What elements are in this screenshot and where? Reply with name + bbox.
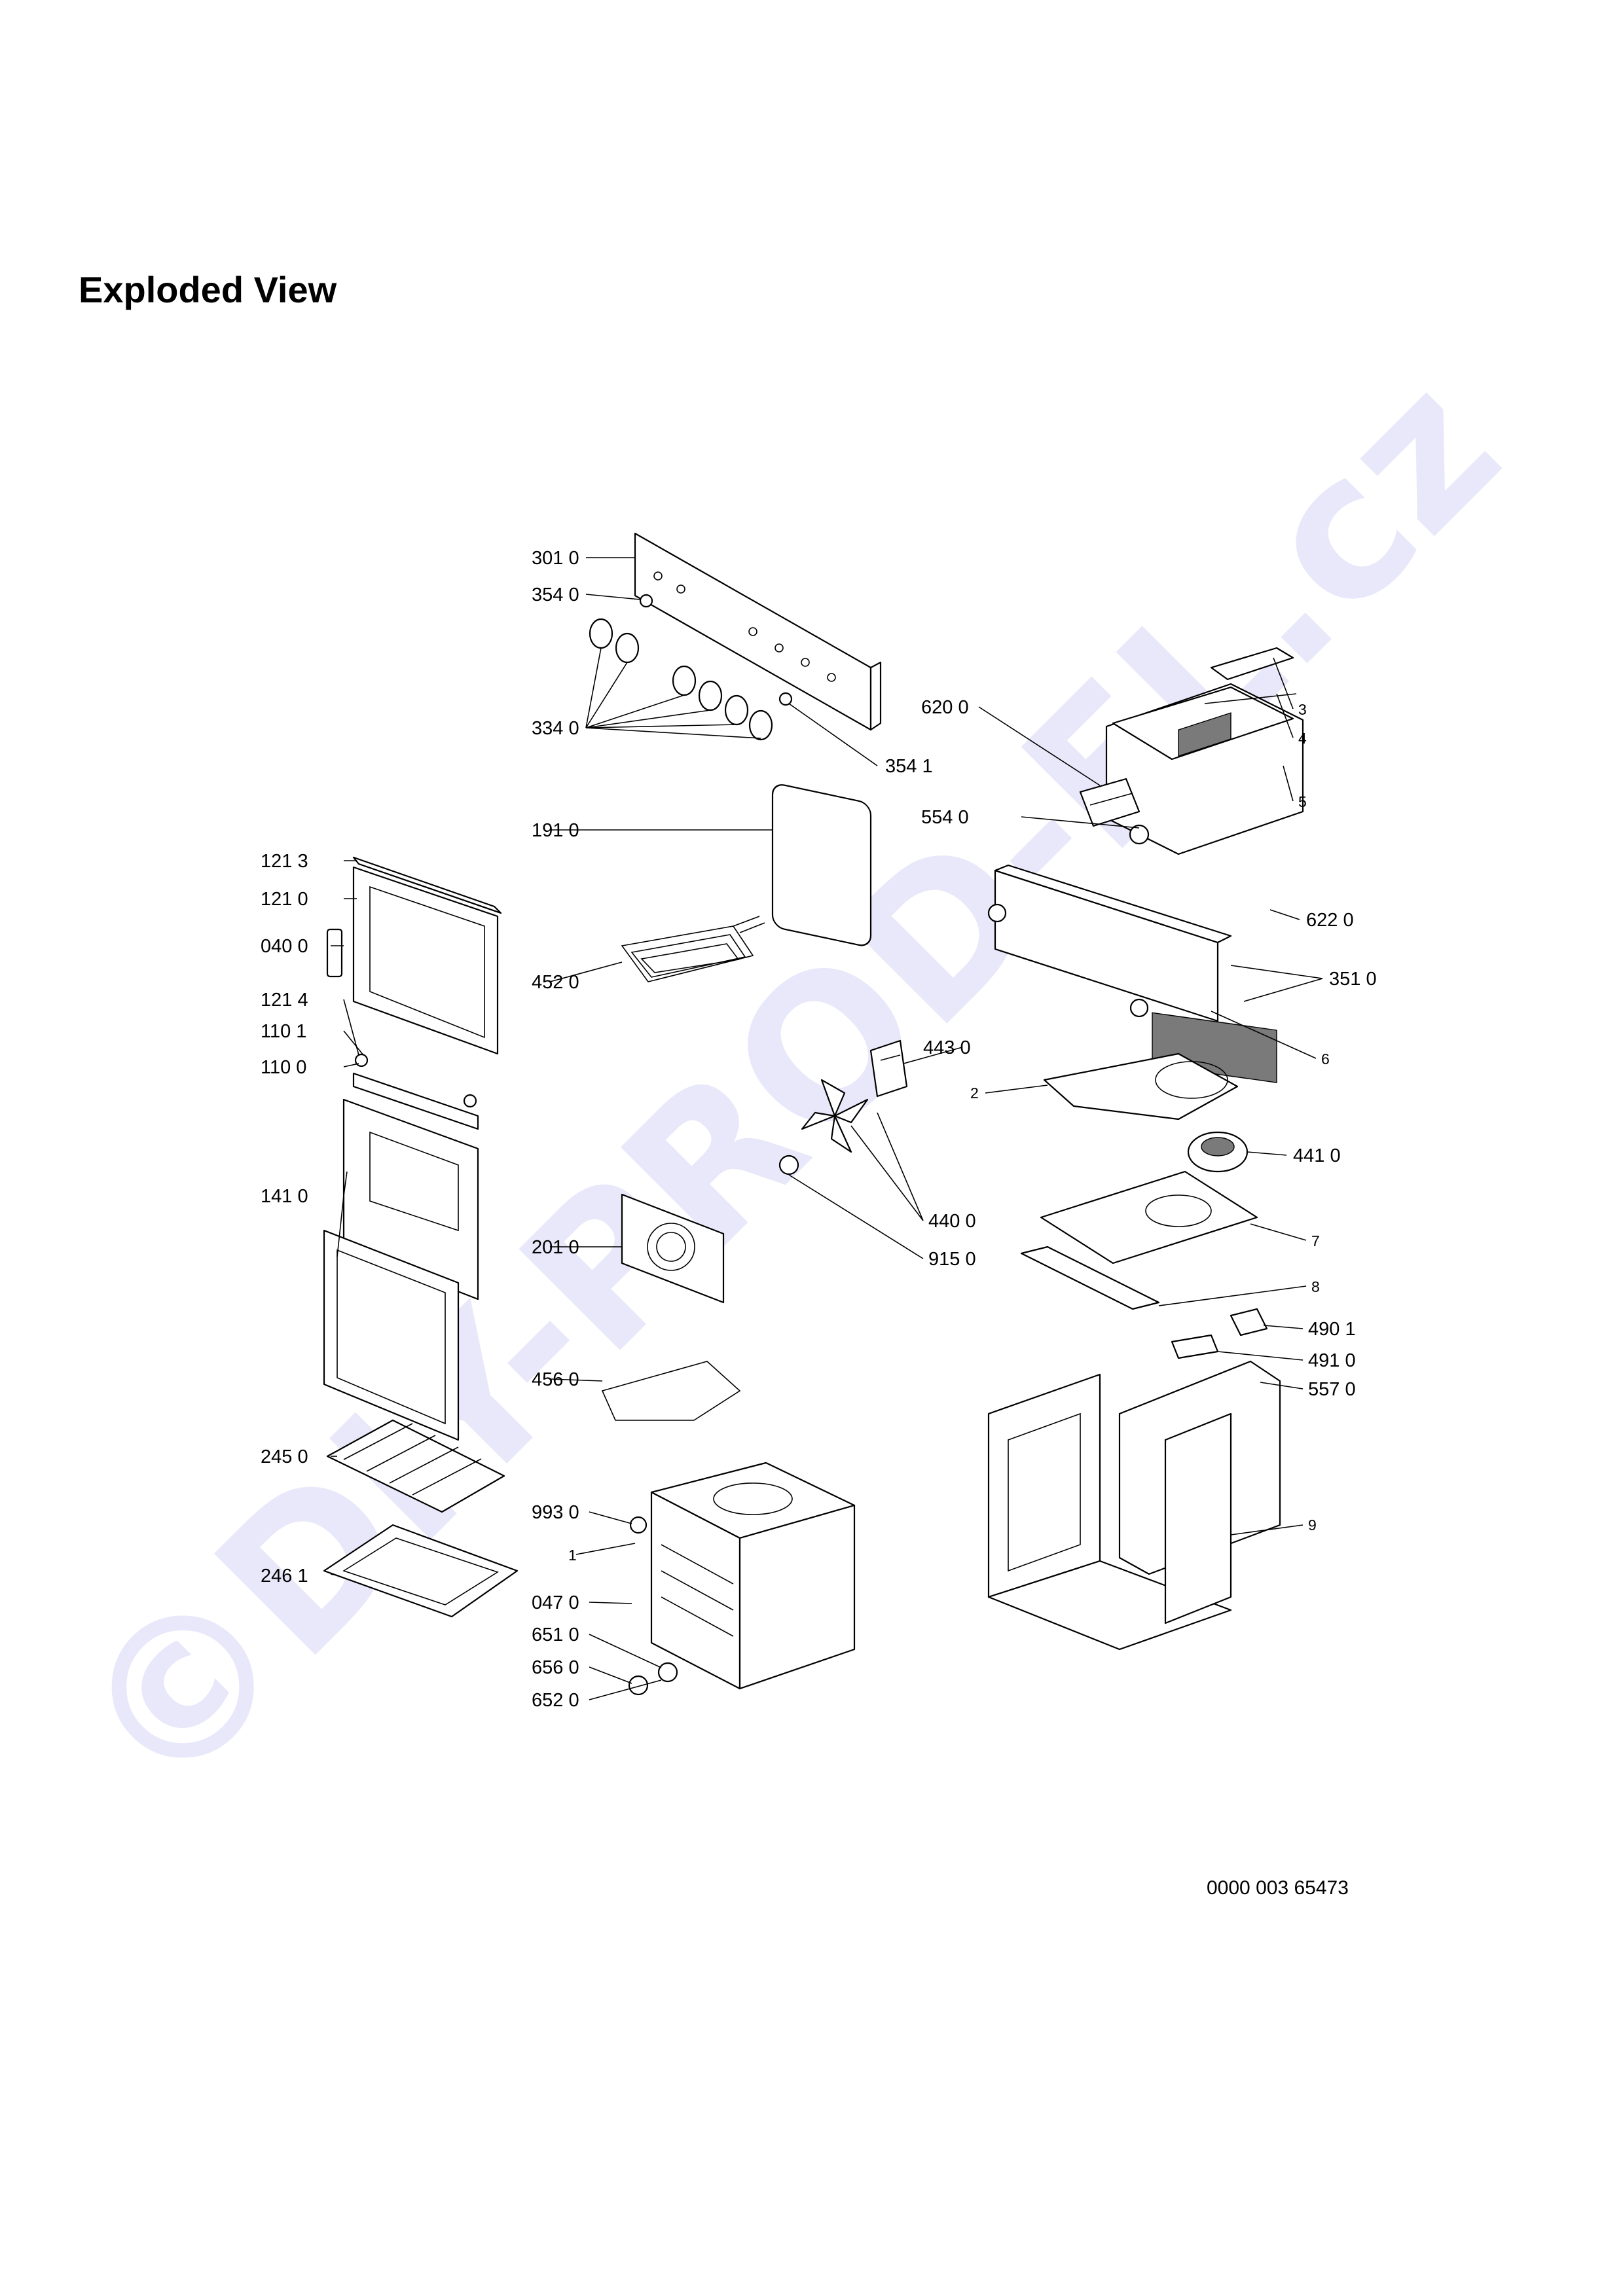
switch-part bbox=[1079, 778, 1150, 845]
cover-plate-part bbox=[1020, 1170, 1258, 1310]
motor-part bbox=[869, 1039, 908, 1098]
callout-993-0: 993 0 bbox=[532, 1502, 579, 1523]
heat-shield-part bbox=[1043, 1052, 1249, 1173]
back-panel-part bbox=[621, 1193, 725, 1304]
callout-040-0: 040 0 bbox=[261, 936, 308, 957]
oven-cavity-part bbox=[650, 1462, 856, 1690]
callout-456-0: 456 0 bbox=[532, 1369, 579, 1390]
fan-blade-part bbox=[778, 1079, 869, 1175]
callout-9: 9 bbox=[1308, 1516, 1317, 1534]
callout-4: 4 bbox=[1298, 730, 1307, 747]
callout-110-0: 110 0 bbox=[261, 1057, 306, 1078]
control-panel-part bbox=[634, 532, 882, 731]
oven-seal-part bbox=[771, 784, 872, 946]
callout-334-0: 334 0 bbox=[532, 718, 579, 739]
baking-tray-part bbox=[323, 1524, 519, 1618]
callout-656-0: 656 0 bbox=[532, 1657, 579, 1678]
callout-490-1: 490 1 bbox=[1308, 1319, 1356, 1340]
callout-441-0: 441 0 bbox=[1293, 1145, 1341, 1166]
callout-651-0: 651 0 bbox=[532, 1624, 579, 1645]
callout-6: 6 bbox=[1321, 1050, 1330, 1067]
control-box-part bbox=[1105, 647, 1304, 855]
callout-245-0: 245 0 bbox=[261, 1446, 308, 1467]
callout-191-0: 191 0 bbox=[532, 820, 579, 841]
callout-141-0: 141 0 bbox=[261, 1186, 308, 1207]
callout-354-0: 354 0 bbox=[532, 584, 579, 605]
wire-rack-part bbox=[326, 1419, 505, 1513]
callout-8: 8 bbox=[1311, 1278, 1320, 1295]
callout-246-1: 246 1 bbox=[261, 1566, 308, 1587]
callout-301-0: 301 0 bbox=[532, 548, 579, 569]
callout-620-0: 620 0 bbox=[921, 697, 969, 718]
door-inner-part bbox=[352, 856, 502, 1055]
callout-047-0: 047 0 bbox=[532, 1592, 579, 1613]
callout-557-0: 557 0 bbox=[1308, 1379, 1356, 1400]
callout-201-0: 201 0 bbox=[532, 1237, 579, 1258]
hinge-part bbox=[326, 928, 343, 978]
callout-491-0: 491 0 bbox=[1308, 1350, 1356, 1371]
callout-3: 3 bbox=[1298, 701, 1307, 718]
callout-652-0: 652 0 bbox=[532, 1690, 579, 1711]
callout-labels: 301 0 354 0 334 0 354 1 620 0 3 4 5 554 … bbox=[261, 548, 1377, 1711]
callout-121-4: 121 4 bbox=[261, 990, 308, 1011]
callout-110-1: 110 1 bbox=[261, 1021, 306, 1042]
callout-622-0: 622 0 bbox=[1306, 910, 1354, 931]
callout-5: 5 bbox=[1298, 793, 1307, 810]
outer-casing-part bbox=[987, 1360, 1281, 1651]
callout-554-0: 554 0 bbox=[921, 807, 969, 828]
door-glass-part bbox=[323, 1098, 479, 1441]
handle-part bbox=[352, 1053, 479, 1130]
front-fascia-part bbox=[987, 864, 1277, 1083]
callout-121-3: 121 3 bbox=[261, 851, 308, 872]
callout-351-0: 351 0 bbox=[1329, 969, 1377, 990]
callout-452-0: 452 0 bbox=[532, 972, 579, 993]
lower-element-part bbox=[601, 1361, 741, 1421]
callout-2: 2 bbox=[970, 1085, 979, 1102]
leader-lines bbox=[330, 557, 1323, 1700]
callout-440-0: 440 0 bbox=[928, 1211, 976, 1232]
callout-121-0: 121 0 bbox=[261, 889, 308, 910]
page-title: Exploded View bbox=[79, 269, 337, 310]
callout-354-1: 354 1 bbox=[885, 756, 933, 777]
callout-443-0: 443 0 bbox=[923, 1037, 971, 1058]
callout-7: 7 bbox=[1311, 1232, 1320, 1249]
callout-1: 1 bbox=[568, 1547, 577, 1564]
light-parts bbox=[628, 1516, 678, 1696]
document-number: 0000 003 65473 bbox=[1207, 1877, 1349, 1899]
callout-915-0: 915 0 bbox=[928, 1249, 976, 1270]
grill-element-part bbox=[621, 916, 765, 982]
